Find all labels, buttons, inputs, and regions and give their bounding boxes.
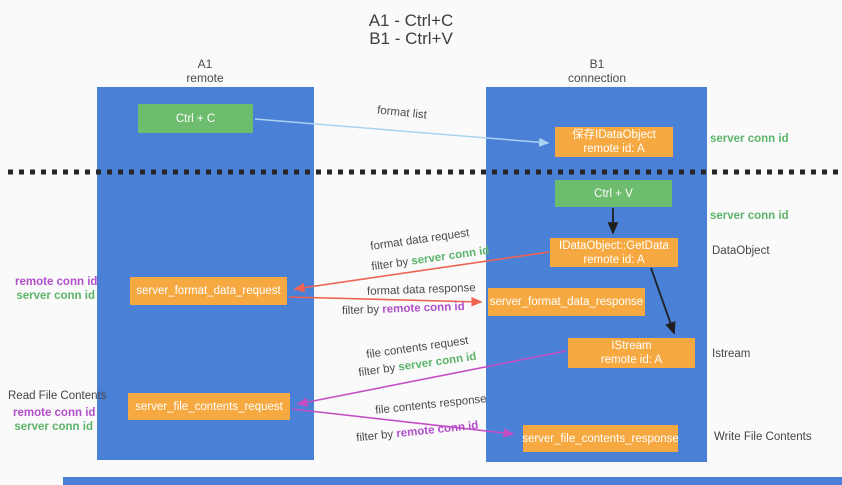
column-b1-name: B1: [589, 57, 605, 71]
server-file-contents-response-box: server_file_contents_response: [522, 425, 679, 452]
diagram-title: A1 - Ctrl+C B1 - Ctrl+V: [321, 12, 501, 48]
read-file-contents-annotation: Read File Contents: [8, 390, 107, 402]
remote-conn-id-text: remote conn id: [395, 419, 479, 441]
server-conn-id-annotation-a: server conn id: [16, 290, 95, 302]
filter-by-text: filter by: [355, 428, 398, 445]
dataobject-annotation: DataObject: [712, 245, 770, 257]
ctrl-c-key-box: Ctrl + C: [138, 104, 253, 133]
column-a1-name: A1: [197, 57, 213, 71]
filter-by-text: filter by: [370, 255, 413, 274]
server-conn-id-text: server conn id: [410, 244, 491, 268]
filter-by-remote-conn-id-label-1: filter by remote conn id: [342, 301, 465, 317]
server-conn-id-annotation-mid: server conn id: [710, 210, 789, 222]
istream-box: IStream remote id: A: [568, 338, 695, 368]
save-dataobject-box: 保存IDataObject remote id: A: [555, 127, 673, 157]
save-dataobject-remote-id: remote id: A: [583, 143, 645, 155]
server-conn-id-annotation-top: server conn id: [710, 133, 789, 145]
remote-conn-id-annotation-a: remote conn id: [15, 276, 98, 288]
istream-remote-id: remote id: A: [600, 354, 663, 366]
format-list-label: format list: [376, 104, 428, 122]
getdata-title: IDataObject::GetData: [559, 239, 669, 252]
istream-title: IStream: [611, 340, 652, 352]
column-a1-subtitle: remote: [186, 71, 224, 85]
save-dataobject-title: 保存IDataObject: [572, 129, 656, 141]
istream-annotation: Istream: [712, 348, 751, 360]
filter-by-text: filter by: [341, 303, 383, 318]
server-format-data-request-box: server_format_data_request: [130, 277, 287, 305]
title-line-2: B1 - Ctrl+V: [369, 29, 453, 48]
filter-by-text: filter by: [357, 361, 400, 380]
column-header-a1: A1 remote: [145, 57, 265, 85]
format-data-response-label: format data response: [366, 282, 476, 298]
title-line-1: A1 - Ctrl+C: [368, 11, 454, 30]
server-file-contents-request-box: server_file_contents_request: [128, 393, 290, 420]
getdata-remote-id: remote id: A: [583, 253, 645, 266]
server-conn-id-annotation-b: server conn id: [14, 421, 93, 433]
getdata-box: IDataObject::GetData remote id: A: [550, 238, 678, 267]
column-b1-subtitle: connection: [567, 71, 627, 85]
file-contents-response-label: file contents response: [374, 393, 488, 417]
write-file-contents-annotation: Write File Contents: [714, 431, 812, 443]
server-format-data-response-box: server_format_data_response: [488, 288, 645, 316]
ctrl-v-key-box: Ctrl + V: [555, 180, 672, 207]
bottom-blue-bar: [63, 477, 842, 485]
remote-conn-id-annotation-b: remote conn id: [13, 407, 96, 419]
filter-by-remote-conn-id-label-2: filter by remote conn id: [356, 420, 479, 445]
remote-conn-id-text: remote conn id: [382, 300, 465, 316]
column-header-b1: B1 connection: [537, 57, 657, 85]
